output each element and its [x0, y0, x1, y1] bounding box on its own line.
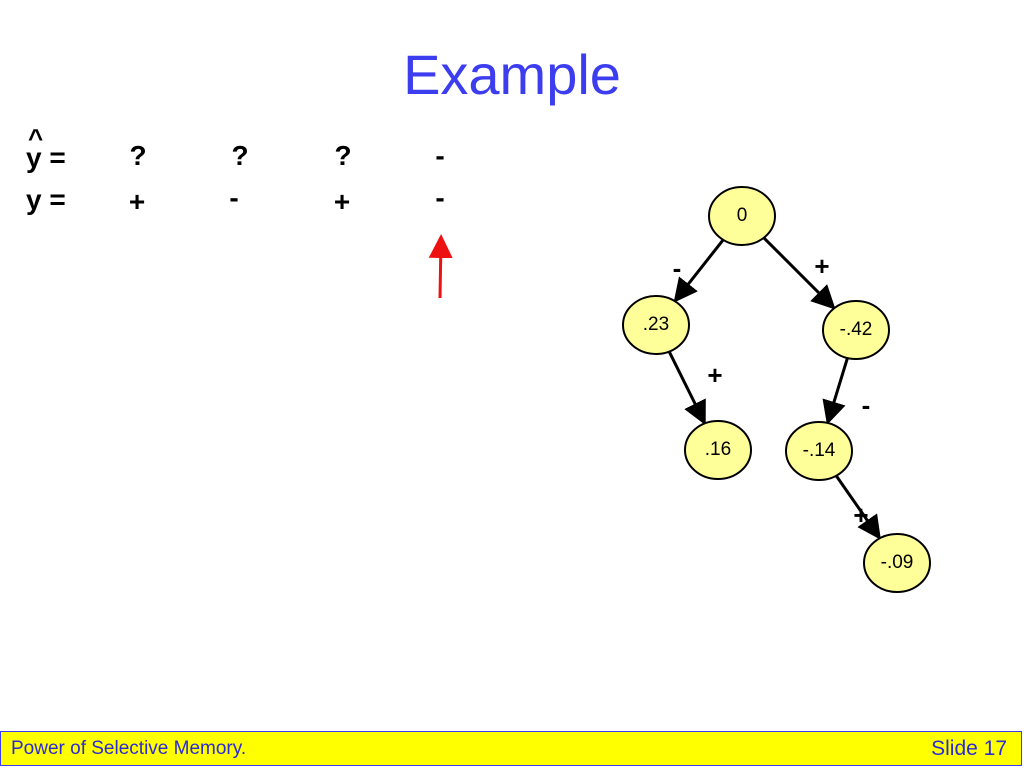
tree-diagram: - + + - + 0 .23 -.42 .16 -.14 -.09	[428, 186, 931, 593]
prediction-cell-3: ?	[334, 140, 352, 171]
row-label-prediction: y =	[26, 142, 66, 173]
actual-cell-4: -	[435, 182, 445, 213]
tree-node-shape	[684, 420, 752, 480]
tree-node-label: 0	[737, 205, 748, 226]
tree-node-nm014: -.14	[785, 421, 853, 481]
actual-cell-2: -	[229, 182, 239, 213]
tree-node-n016: .16	[684, 420, 752, 480]
tree-nodes: 0 .23 -.42 .16 -.14 -.09	[622, 186, 931, 593]
tree-node-shape	[822, 300, 890, 360]
slide-title: Example	[403, 43, 621, 106]
tree-node-shape	[622, 295, 690, 355]
slide-number: Slide 17	[931, 737, 1007, 760]
edge-label-root-nm042: +	[814, 251, 829, 281]
tree-node-label: .23	[643, 314, 669, 335]
edge-label-nm014-nm009: +	[853, 500, 868, 530]
prediction-cell-1: ?	[129, 140, 147, 171]
tree-edge-n023-n016	[667, 350, 706, 426]
tree-node-shape	[785, 421, 853, 481]
tree-node-n023: .23	[622, 295, 690, 355]
tree-node-nm009: -.09	[863, 533, 931, 593]
edge-label-n023-n016: +	[707, 360, 722, 390]
tree-edge-root-nm042	[762, 236, 836, 310]
prediction-cell-4: -	[435, 140, 445, 171]
tree-node-label: -.09	[881, 552, 914, 573]
tree-node-shape	[863, 533, 931, 593]
tree-node-label: -.14	[803, 440, 836, 461]
tree-node-shape	[708, 186, 776, 246]
tree-node-nm042: -.42	[822, 300, 890, 360]
tree-edge-nm042-nm014	[822, 357, 849, 425]
tree-node-label: .16	[705, 439, 731, 460]
tree-edge-nm014-nm009	[834, 474, 881, 540]
prediction-cell-2: ?	[231, 140, 249, 171]
actual-cell-3: +	[333, 186, 351, 217]
tree-edge-root-n023	[673, 238, 725, 303]
edge-label-root-n023: -	[673, 253, 682, 283]
row-label-actual: y =	[26, 184, 66, 215]
hat-accent: ^	[28, 123, 44, 153]
edge-label-nm042-nm014: -	[862, 390, 871, 420]
actual-cell-1: +	[128, 186, 146, 217]
footer-title: Power of Selective Memory.	[11, 738, 247, 759]
tree-edges: - + + - +	[667, 236, 881, 540]
pointer-arrow	[428, 234, 453, 299]
tree-node-root: 0	[708, 186, 776, 246]
tree-node-label: -.42	[840, 319, 873, 340]
footer-bar: Power of Selective Memory. Slide 17	[0, 731, 1022, 766]
